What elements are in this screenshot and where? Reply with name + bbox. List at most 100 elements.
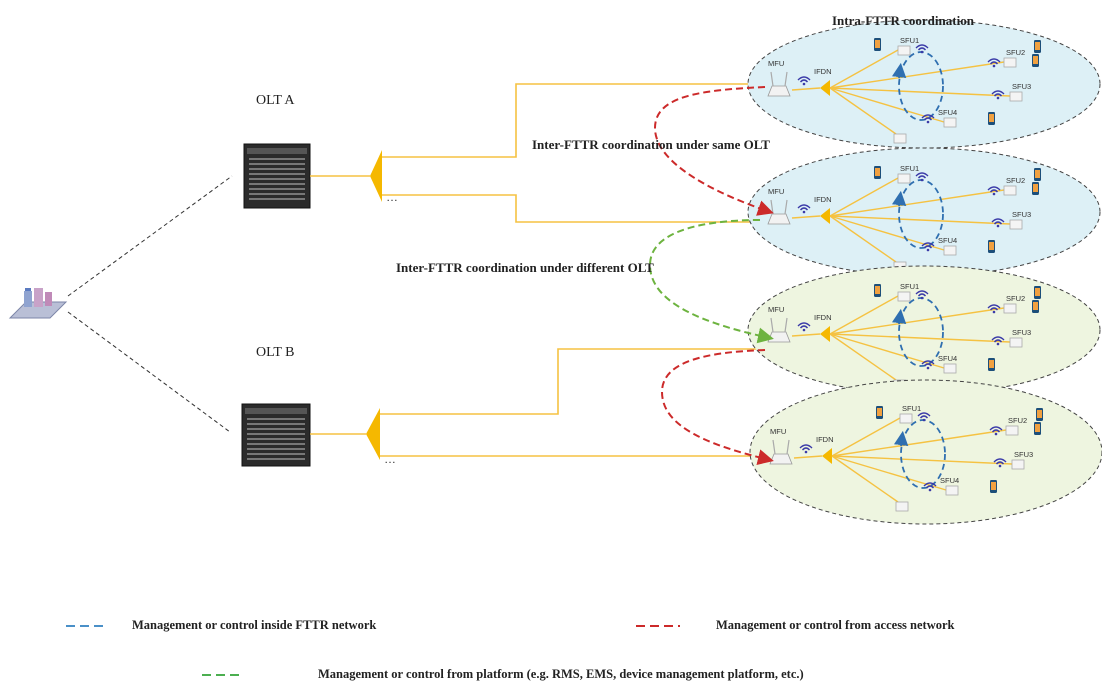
wifi-icon <box>921 360 935 370</box>
wifi-icon <box>797 204 811 214</box>
smartphone-icon <box>990 480 997 493</box>
olt-a-device <box>243 143 311 209</box>
sfu3-device <box>1009 91 1023 102</box>
wifi-icon <box>917 412 931 422</box>
sfu2-label: SFU2 <box>1006 48 1025 57</box>
fttr-network-boundary <box>747 147 1101 277</box>
sfu2-device <box>1003 303 1017 314</box>
olt-b-more-ports: … <box>384 452 396 466</box>
legend-internal-text: Management or control inside FTTR networ… <box>132 618 377 632</box>
sfu2-label: SFU2 <box>1006 176 1025 185</box>
mfu-label: MFU <box>768 187 784 196</box>
mfu-router-icon <box>767 71 791 97</box>
wifi-icon <box>799 444 813 454</box>
wifi-icon <box>991 336 1005 346</box>
wifi-icon <box>921 242 935 252</box>
inter-fttr-same-olt-arrow <box>653 86 774 216</box>
wifi-icon <box>915 44 929 54</box>
legend-access-text: Management or control from access networ… <box>716 618 955 632</box>
wifi-icon <box>987 186 1001 196</box>
olt-b-label: OLT B <box>256 345 295 360</box>
ifdn-splitter <box>820 80 830 96</box>
olt-b-device <box>241 403 311 467</box>
smartphone-icon <box>874 166 881 179</box>
sfu2-label: SFU2 <box>1008 416 1027 425</box>
sfu4-device <box>945 485 959 496</box>
fttr-network-boundary <box>747 19 1101 149</box>
smartphone-icon <box>1032 54 1039 67</box>
olt-a-label: OLT A <box>256 93 295 108</box>
sfu3-label: SFU3 <box>1012 210 1031 219</box>
sfu4-label: SFU4 <box>938 354 957 363</box>
sfu1-label: SFU1 <box>900 164 919 173</box>
intra-fttr-heading: Intra-FTTR coordination <box>832 13 974 28</box>
inter-fttr-olt-b-arrow <box>660 349 774 465</box>
ifdn-label: IFDN <box>814 195 832 204</box>
sfu1-label: SFU1 <box>900 282 919 291</box>
wifi-icon <box>987 304 1001 314</box>
sfu4-device <box>943 363 957 374</box>
sfu1-label: SFU1 <box>902 404 921 413</box>
sfu2-device <box>1005 425 1019 436</box>
sfu1-device <box>897 291 911 302</box>
inter-fttr-different-olt-arrow <box>648 219 774 344</box>
smartphone-icon <box>988 358 995 371</box>
sfu4-label: SFU4 <box>938 108 957 117</box>
mfu-label: MFU <box>768 59 784 68</box>
smartphone-icon <box>1032 300 1039 313</box>
sfu1-device <box>897 45 911 56</box>
wifi-icon <box>915 290 929 300</box>
smartphone-icon <box>1032 182 1039 195</box>
fttr-network-boundary <box>749 379 1102 525</box>
wifi-icon <box>915 172 929 182</box>
management-platform-icon <box>8 288 68 319</box>
wifi-icon <box>989 426 1003 436</box>
olt-a-splitter <box>370 150 382 202</box>
inter-fttr-different-olt-heading: Inter-FTTR coordination under different … <box>396 260 654 275</box>
sfu3-label: SFU3 <box>1014 450 1033 459</box>
sfu1-device <box>897 173 911 184</box>
olt-a-fiber <box>310 83 764 223</box>
smartphone-icon <box>1034 286 1041 299</box>
sfu4-device <box>943 117 957 128</box>
sfu3-device <box>1009 337 1023 348</box>
sfu4-device <box>943 245 957 256</box>
platform-to-olt-b-link <box>67 311 231 433</box>
platform-to-olt-a-link <box>67 175 233 297</box>
sfu3-label: SFU3 <box>1012 82 1031 91</box>
ifdn-splitter <box>820 326 830 342</box>
sfu4-label: SFU4 <box>938 236 957 245</box>
smartphone-icon <box>1034 40 1041 53</box>
smartphone-icon <box>1034 168 1041 181</box>
sfu2-device <box>1003 185 1017 196</box>
smartphone-icon <box>876 406 883 419</box>
olt-b-splitter <box>366 408 380 460</box>
olt-b-fiber <box>310 348 764 457</box>
sfu3-device <box>1011 459 1025 470</box>
smartphone-icon <box>1036 408 1043 421</box>
wifi-icon <box>923 482 937 492</box>
mfu-label: MFU <box>768 305 784 314</box>
wifi-icon <box>797 322 811 332</box>
smartphone-icon <box>1034 422 1041 435</box>
wifi-icon <box>993 458 1007 468</box>
wifi-icon <box>797 76 811 86</box>
mfu-label: MFU <box>770 427 786 436</box>
sfu3-device <box>1009 219 1023 230</box>
smartphone-icon <box>988 112 995 125</box>
extra-node <box>895 501 909 512</box>
wifi-icon <box>921 114 935 124</box>
ifdn-splitter <box>820 208 830 224</box>
ifdn-splitter <box>822 448 832 464</box>
wifi-icon <box>991 218 1005 228</box>
sfu1-label: SFU1 <box>900 36 919 45</box>
sfu2-device <box>1003 57 1017 68</box>
wifi-icon <box>987 58 1001 68</box>
extra-node <box>893 133 907 144</box>
sfu4-label: SFU4 <box>940 476 959 485</box>
sfu1-device <box>899 413 913 424</box>
